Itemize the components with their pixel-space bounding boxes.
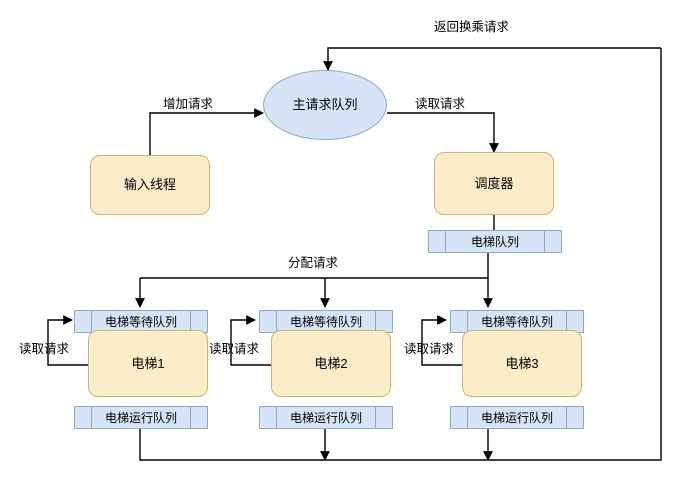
node-elevator-1[interactable]: 电梯1 — [88, 330, 208, 397]
queue-divider-left — [445, 231, 446, 252]
queue-label: 电梯等待队列 — [104, 315, 177, 329]
queue-divider-right — [375, 311, 376, 332]
edge-label-read-request-3: 读取请求 — [404, 342, 455, 356]
edge-running1-to-collector — [139, 48, 662, 461]
queue-label: 电梯等待队列 — [289, 315, 362, 329]
queue-divider-left — [91, 311, 92, 332]
node-input-thread[interactable]: 输入线程 — [90, 155, 210, 215]
queue-divider-left — [467, 407, 468, 428]
node-running-queue-2[interactable]: 电梯运行队列 — [259, 406, 393, 429]
edge-label-read-request-1: 读取请求 — [19, 342, 70, 356]
queue-divider-right — [544, 231, 545, 252]
queue-divider-right — [566, 311, 567, 332]
edge-mainqueue-to-scheduler — [387, 112, 499, 153]
edge-return-transfer — [323, 47, 661, 71]
edge-label-add-request: 增加请求 — [163, 97, 214, 111]
queue-label: 电梯运行队列 — [289, 411, 362, 425]
queue-divider-right — [190, 311, 191, 332]
node-elevator-2[interactable]: 电梯2 — [271, 330, 391, 397]
queue-divider-left — [276, 311, 277, 332]
node-running-queue-1[interactable]: 电梯运行队列 — [74, 406, 208, 429]
queue-divider-left — [91, 407, 92, 428]
queue-divider-right — [190, 407, 191, 428]
queue-divider-left — [276, 407, 277, 428]
node-elevator-queue[interactable]: 电梯队列 — [428, 230, 562, 253]
edge-label-return-transfer: 返回换乘请求 — [434, 20, 510, 34]
queue-divider-right — [566, 407, 567, 428]
queue-divider-right — [375, 407, 376, 428]
queue-label: 电梯等待队列 — [480, 315, 553, 329]
queue-divider-left — [467, 311, 468, 332]
queue-label: 电梯队列 — [470, 235, 519, 249]
node-main-request-queue[interactable]: 主请求队列 — [263, 70, 387, 140]
queue-label: 电梯运行队列 — [480, 411, 553, 425]
node-running-queue-3[interactable]: 电梯运行队列 — [450, 406, 584, 429]
node-scheduler[interactable]: 调度器 — [434, 152, 554, 215]
edge-label-assign-request: 分配请求 — [288, 256, 339, 270]
queue-label: 电梯运行队列 — [104, 411, 177, 425]
edge-label-read-request-main: 读取请求 — [415, 97, 466, 111]
edge-input-to-mainqueue — [149, 108, 264, 155]
edge-label-read-request-2: 读取请求 — [209, 342, 260, 356]
node-elevator-3[interactable]: 电梯3 — [462, 330, 582, 397]
